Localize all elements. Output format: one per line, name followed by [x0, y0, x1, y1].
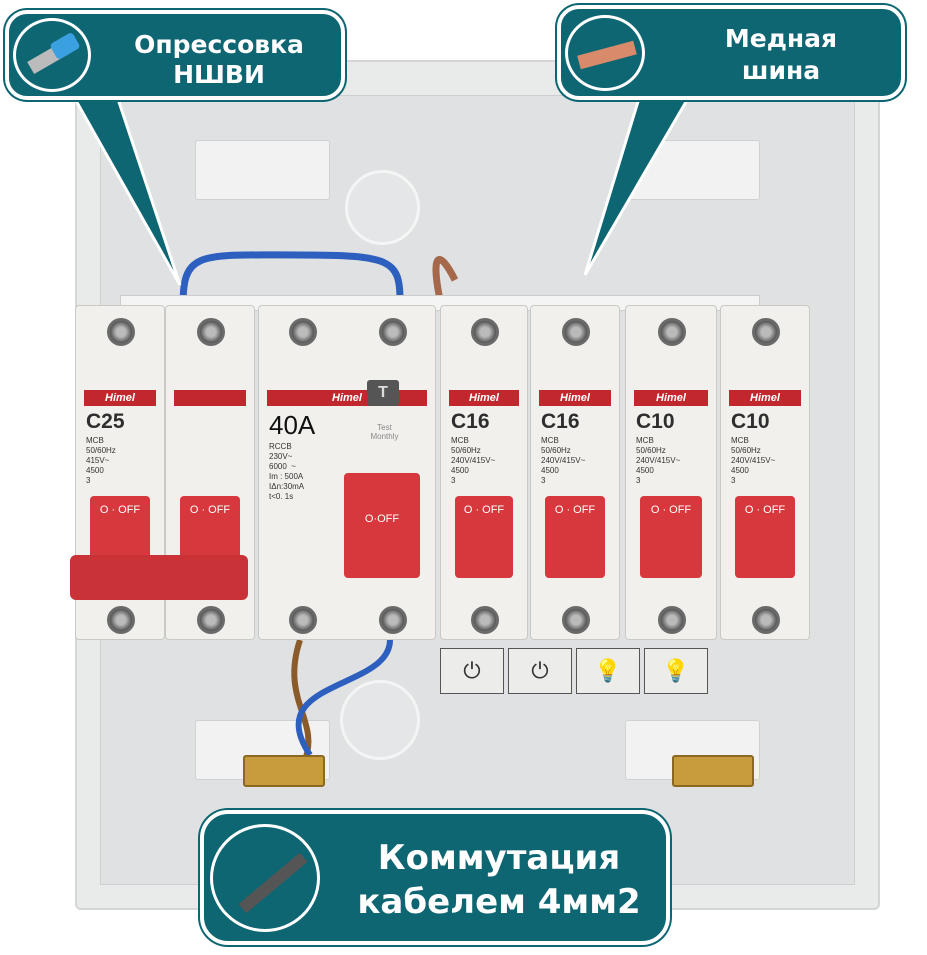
brand-logo: Himel — [539, 390, 611, 406]
terminal-screw — [752, 318, 780, 346]
terminal-screw — [752, 606, 780, 634]
terminal-screw — [197, 606, 225, 634]
ferrule-icon — [13, 18, 91, 92]
brand-logo: Himel — [634, 390, 708, 406]
rating-label: C25 — [86, 410, 125, 433]
terminal-screw — [471, 318, 499, 346]
spec-text: MCB 50/60Hz 240V/415V~ 4500 3 — [731, 436, 776, 485]
mount-bracket — [195, 140, 330, 200]
callout-busbar: Медная шина — [557, 5, 905, 100]
brand-logo: Himel — [449, 390, 519, 406]
two-pole-handle-tie[interactable] — [70, 555, 248, 600]
socket-icon: ⏻ — [508, 648, 572, 694]
terminal-screw — [107, 318, 135, 346]
blue-wire — [295, 639, 393, 757]
callout-text: шина — [741, 56, 821, 85]
cable-entry-hole — [340, 680, 420, 760]
callout-text: Медная — [724, 24, 838, 53]
callout-crimp: Опрессовка НШВИ — [5, 10, 345, 100]
callout-text: Опрессовка — [134, 30, 304, 59]
terminal-screw — [658, 318, 686, 346]
spec-text: MCB 50/60Hz 240V/415V~ 4500 3 — [541, 436, 586, 485]
neutral-terminal-bar — [243, 755, 325, 787]
rating-label: C10 — [636, 410, 675, 433]
terminal-screw — [658, 606, 686, 634]
brand-strip — [174, 390, 246, 406]
brand-logo: Himel — [729, 390, 801, 406]
test-monthly-text: Test Monthly — [370, 423, 399, 441]
lamp-icon: 💡 — [644, 648, 708, 694]
callout-wiring: Коммутация кабелем 4мм2 — [200, 810, 670, 945]
copper-bar-icon — [565, 15, 645, 91]
toggle-handle[interactable]: O · OFF — [545, 496, 605, 578]
callout-text: кабелем 4мм2 — [357, 882, 641, 922]
terminal-screw — [289, 318, 317, 346]
terminal-screw — [471, 606, 499, 634]
terminal-screw — [289, 606, 317, 634]
lamp-icon: 💡 — [576, 648, 640, 694]
terminal-screw — [379, 318, 407, 346]
terminal-screw — [379, 606, 407, 634]
brand-logo: Himel — [84, 390, 156, 406]
blue-wire — [179, 251, 404, 306]
ground-terminal-bar — [672, 755, 754, 787]
toggle-handle[interactable]: O · OFF — [455, 496, 513, 578]
spec-text: MCB 50/60Hz 240V/415V~ 4500 3 — [451, 436, 496, 485]
terminal-screw — [107, 606, 135, 634]
socket-icon: ⏻ — [440, 648, 504, 694]
spec-text: MCB 50/60Hz 240V/415V~ 4500 3 — [636, 436, 681, 485]
terminal-screw — [197, 318, 225, 346]
spec-text: MCB 50/60Hz 415V~ 4500 3 — [86, 436, 116, 485]
rating-label: C16 — [541, 410, 580, 433]
terminal-screw — [562, 318, 590, 346]
rating-label: C16 — [451, 410, 490, 433]
circuit-labels: ⏻ ⏻ 💡 💡 — [440, 648, 708, 694]
brown-wire — [432, 256, 459, 301]
toggle-handle[interactable]: O·OFF — [344, 473, 420, 578]
toggle-handle[interactable]: O · OFF — [640, 496, 702, 578]
rating-label: C10 — [731, 410, 770, 433]
test-button[interactable]: T — [367, 380, 399, 406]
callout-text: НШВИ — [173, 60, 265, 89]
rating-label: 40A — [269, 410, 316, 440]
spec-text: RCCB 230V~ 6000 ~ Im : 500A IΔn:30mA t<0… — [269, 442, 305, 501]
cable-entry-hole — [345, 170, 420, 245]
toggle-handle[interactable]: O · OFF — [735, 496, 795, 578]
terminal-screw — [562, 606, 590, 634]
cable-icon — [210, 824, 320, 932]
callout-text: Коммутация — [377, 838, 621, 878]
